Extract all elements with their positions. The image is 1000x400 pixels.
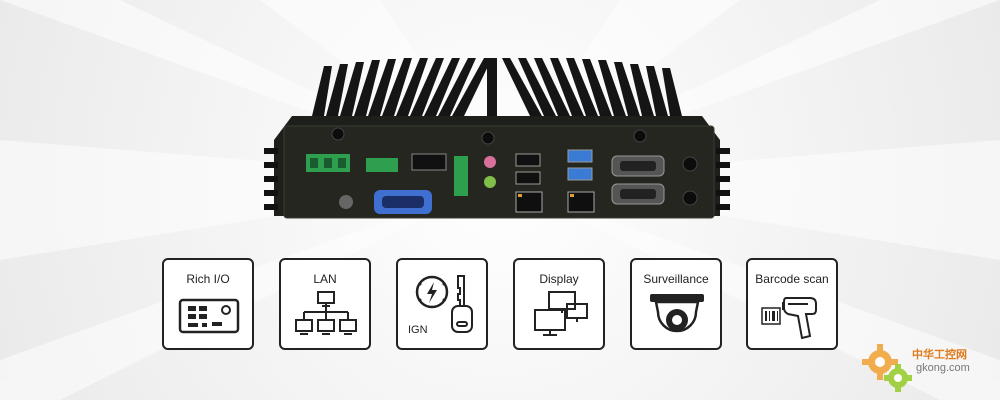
ignition-key-icon xyxy=(415,275,473,333)
feature-card-display: Display xyxy=(513,258,605,350)
gear-logo-icon xyxy=(862,344,912,392)
multi-display-icon xyxy=(534,291,588,336)
fanless-pc-image xyxy=(264,58,730,219)
io-panel-icon xyxy=(178,298,240,334)
feature-card-barcode-scan: Barcode scan xyxy=(746,258,838,350)
gkong-watermark: 中华工控网 gkong.com xyxy=(860,340,1000,400)
feature-label: IGN xyxy=(408,324,428,336)
watermark-line1: 中华工控网 xyxy=(912,349,967,361)
feature-cards: Rich I/O LAN xyxy=(162,258,838,350)
barcode-scanner-icon xyxy=(761,297,817,340)
feature-label: Barcode scan xyxy=(755,272,829,286)
feature-label: Surveillance xyxy=(643,272,709,286)
feature-label: Display xyxy=(539,272,579,286)
watermark-line2: gkong.com xyxy=(916,362,970,374)
feature-card-rich-io: Rich I/O xyxy=(162,258,254,350)
feature-card-ign: IGN xyxy=(396,258,488,350)
feature-label: LAN xyxy=(313,272,337,286)
feature-card-lan: LAN xyxy=(279,258,371,350)
feature-card-surveillance: Surveillance xyxy=(630,258,722,350)
feature-label: Rich I/O xyxy=(186,272,230,286)
network-tree-icon xyxy=(295,291,357,335)
dome-camera-icon xyxy=(650,294,704,333)
